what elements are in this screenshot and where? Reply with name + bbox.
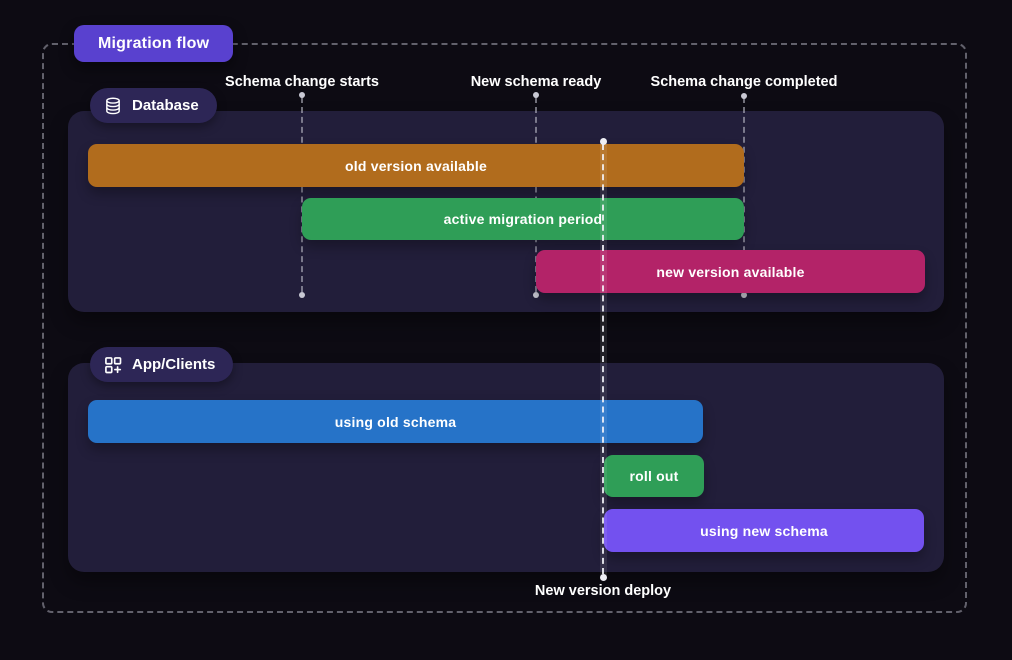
app-clients-lane-badge: App/Clients [90,347,234,382]
schema-change-completed-line [743,97,745,292]
bar-roll-out: roll out [604,455,704,497]
database-lane-badge: Database [90,88,217,123]
schema-change-starts-line [301,97,303,292]
schema-change-completed-top-dot [741,93,747,99]
schema-change-completed-bottom-dot [741,292,747,298]
schema-change-starts-bottom-dot [299,292,305,298]
diagram-title-badge: Migration flow [74,25,234,62]
bar-old-version-available: old version available [88,144,744,187]
milestone-label-schema-change-completed: Schema change completed [650,74,838,90]
app-clients-lane-label: App/Clients [132,356,216,373]
milestone-label-new-schema-ready: New schema ready [470,74,602,90]
milestone-label-schema-change-starts: Schema change starts [225,74,379,90]
diagram-frame [42,43,967,613]
bar-active-migration-period: active migration period [302,198,744,240]
milestone-label-new-version-deploy: New version deploy [534,583,672,599]
new-schema-ready-bottom-dot [533,292,539,298]
new-version-deploy-line [602,144,604,574]
database-icon [103,96,123,116]
new-version-deploy-top-dot [600,138,607,145]
new-version-deploy-bottom-dot [600,574,607,581]
schema-change-starts-top-dot [299,92,305,98]
bar-using-new-schema: using new schema [604,509,924,552]
new-schema-ready-top-dot [533,92,539,98]
new-schema-ready-line [535,97,537,292]
apps-plus-icon [103,355,123,375]
database-lane-label: Database [132,97,199,114]
bar-using-old-schema: using old schema [88,400,703,443]
bar-new-version-available: new version available [536,250,925,293]
